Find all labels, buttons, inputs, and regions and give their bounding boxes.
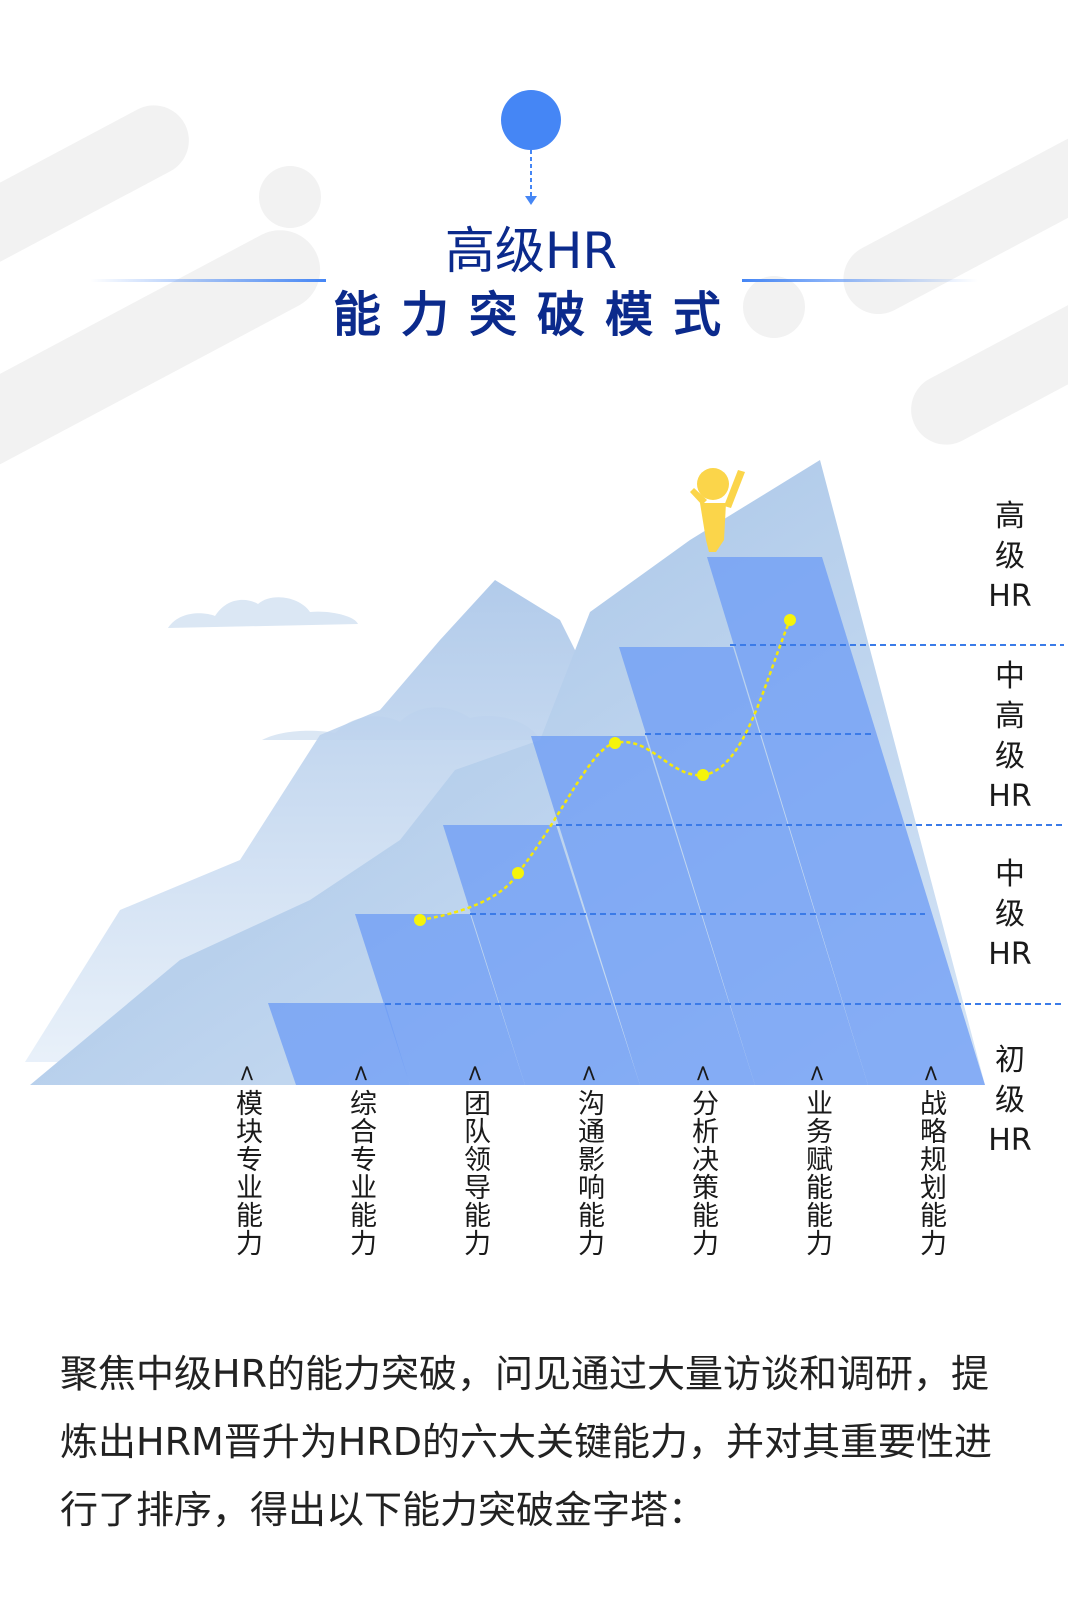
skill-text: 综合专业能力	[345, 1089, 376, 1258]
skill-label: < 团队领导能力	[459, 1064, 490, 1258]
title-line2: 能力突破模式	[333, 287, 741, 343]
progress-point	[609, 737, 621, 749]
step-3	[443, 825, 640, 1085]
progress-point	[512, 867, 524, 879]
skill-label: < 分析决策能力	[687, 1064, 718, 1258]
cloud-left	[168, 597, 358, 628]
arrow-icon: <	[918, 1064, 943, 1084]
skill-label: < 沟通影响能力	[573, 1064, 604, 1258]
background-decoration	[0, 105, 1068, 470]
progress-point	[784, 614, 796, 626]
step-1	[268, 1003, 410, 1085]
progress-points	[414, 614, 796, 926]
skill-text: 分析决策能力	[687, 1089, 718, 1258]
title-line-left	[90, 279, 326, 282]
climber-figure-icon	[690, 468, 745, 552]
arrow-icon: <	[462, 1064, 487, 1084]
arrow-icon: <	[234, 1064, 259, 1084]
skill-text: 战略规划能力	[915, 1089, 946, 1258]
arrow-icon: <	[690, 1064, 715, 1084]
step-5	[619, 647, 868, 1085]
progress-point	[414, 914, 426, 926]
progress-point	[697, 769, 709, 781]
step-6	[707, 557, 985, 1085]
level-label-mid: 中 级 HR	[988, 857, 1032, 972]
arrow-icon: <	[348, 1064, 373, 1084]
skill-text: 模块专业能力	[231, 1089, 262, 1258]
step-4	[531, 736, 755, 1085]
level-label-mid-senior: 中 高 级 HR	[988, 659, 1032, 814]
skill-label: < 综合专业能力	[345, 1064, 376, 1258]
skill-label: < 业务赋能能力	[801, 1064, 832, 1258]
level-label-senior: 高 级 HR	[988, 499, 1032, 614]
description-text: 聚焦中级HR的能力突破，问见通过大量访谈和调研，提炼出HRM晋升为HRD的六大关…	[60, 1352, 993, 1532]
pyramid-steps	[268, 557, 985, 1085]
level-label-junior: 初 级 HR	[988, 1043, 1032, 1158]
skill-text: 沟通影响能力	[573, 1089, 604, 1258]
skill-label: < 战略规划能力	[915, 1064, 946, 1258]
top-dot-icon	[501, 90, 561, 150]
arrow-icon: <	[804, 1064, 829, 1084]
title-line1: 高级HR	[445, 222, 617, 280]
step-2	[355, 914, 525, 1085]
level-lines	[385, 644, 1064, 1005]
arrow-icon: <	[576, 1064, 601, 1084]
arrow-down-icon	[525, 196, 537, 205]
title-line-right	[742, 279, 978, 282]
skill-text: 团队领导能力	[459, 1089, 490, 1258]
skill-text: 业务赋能能力	[801, 1089, 832, 1258]
skill-label: < 模块专业能力	[231, 1064, 262, 1258]
